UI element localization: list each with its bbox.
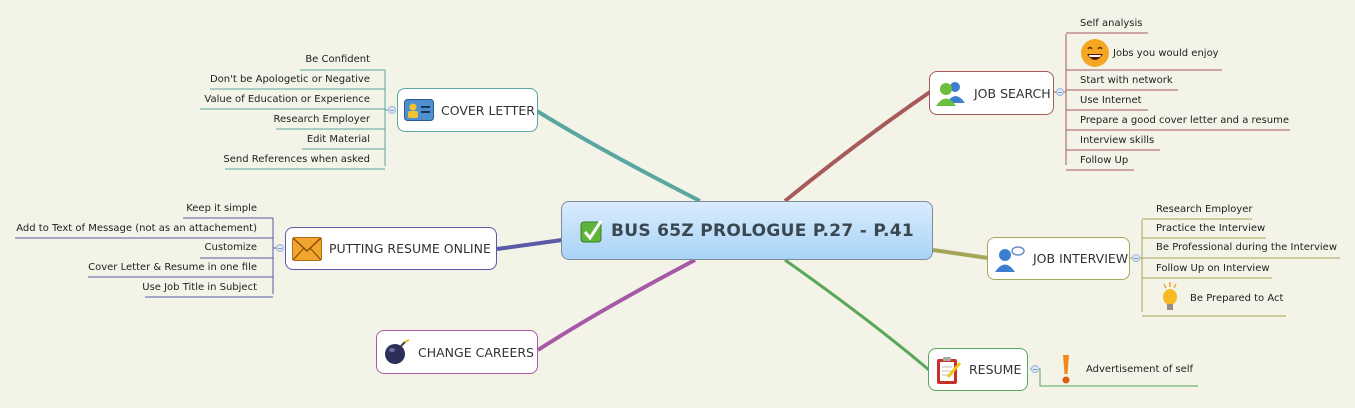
bomb-icon <box>385 339 410 364</box>
leaf-item-with-icon[interactable]: Be Prepared to Act <box>1158 282 1283 314</box>
topic-label: CHANGE CAREERS <box>418 344 534 360</box>
leaf-item[interactable]: Value of Education or Experience <box>204 94 370 105</box>
leaf-item-with-icon[interactable]: Advertisement of self <box>1060 354 1193 384</box>
topic-change-careers[interactable]: CHANGE CAREERS <box>376 330 538 374</box>
collapse-toggle-job-search[interactable] <box>1056 88 1064 96</box>
collapse-toggle-job-interview[interactable] <box>1132 254 1140 262</box>
leaf-item[interactable]: Prepare a good cover letter and a resume <box>1080 115 1289 126</box>
leaf-item[interactable]: Interview skills <box>1080 135 1155 146</box>
users-icon <box>936 82 965 106</box>
clipboard-icon <box>937 356 962 384</box>
leaf-item[interactable]: Edit Material <box>306 134 370 145</box>
topic-putting-resume-online[interactable]: PUTTING RESUME ONLINE <box>285 227 497 270</box>
leaf-item[interactable]: Use Internet <box>1080 95 1142 106</box>
leaf-item[interactable]: Self analysis <box>1080 18 1143 29</box>
id-card-icon <box>404 99 434 121</box>
checkbox-icon <box>580 219 603 242</box>
leaf-item[interactable]: Research Employer <box>1156 204 1253 215</box>
leaf-item[interactable]: Don't be Apologetic or Negative <box>209 74 370 85</box>
collapse-toggle-cover-letter[interactable] <box>388 106 396 114</box>
leaf-item[interactable]: Keep it simple <box>186 203 257 214</box>
leaf-label: Advertisement of self <box>1086 363 1194 375</box>
leaf-item[interactable]: Start with network <box>1080 75 1173 86</box>
leaf-item[interactable]: Follow Up <box>1080 155 1129 166</box>
leaf-item[interactable]: Be Professional during the Interview <box>1156 242 1337 253</box>
topic-job-interview[interactable]: JOB INTERVIEW <box>987 237 1130 280</box>
topic-label: JOB SEARCH <box>974 85 1051 101</box>
central-topic[interactable]: BUS 65Z PROLOGUE P.27 - P.41 <box>561 201 933 260</box>
leaf-label: Jobs you would enjoy <box>1113 47 1219 59</box>
collapse-toggle-putting-resume-online[interactable] <box>276 244 284 252</box>
lightbulb-icon <box>1163 282 1177 310</box>
topic-label: COVER LETTER <box>441 102 535 118</box>
envelope-icon <box>292 236 322 261</box>
leaf-item[interactable]: Add to Text of Message (not as an attach… <box>16 223 257 234</box>
laughing-face-icon <box>1081 39 1109 67</box>
topic-resume[interactable]: RESUME <box>928 348 1028 391</box>
user-chat-icon <box>995 245 1025 272</box>
leaf-item[interactable]: Send References when asked <box>223 154 370 165</box>
leaf-label: Be Prepared to Act <box>1190 292 1284 304</box>
leaf-item[interactable]: Be Confident <box>305 54 370 65</box>
topic-label: PUTTING RESUME ONLINE <box>329 241 491 256</box>
leaf-item[interactable]: Practice the Interview <box>1156 223 1266 234</box>
leaf-item[interactable]: Customize <box>204 242 258 253</box>
leaf-item[interactable]: Research Employer <box>273 114 370 125</box>
leaf-item[interactable]: Follow Up on Interview <box>1156 263 1270 274</box>
topic-label: JOB INTERVIEW <box>1033 251 1129 266</box>
central-topic-label: BUS 65Z PROLOGUE P.27 - P.41 <box>611 220 914 241</box>
collapse-toggle-resume[interactable] <box>1031 365 1039 373</box>
leaf-item-with-icon[interactable]: Jobs you would enjoy <box>1080 38 1219 68</box>
exclamation-icon <box>1062 355 1070 384</box>
leaf-item[interactable]: Cover Letter & Resume in one file <box>88 262 257 273</box>
topic-label: RESUME <box>969 362 1022 377</box>
topic-cover-letter[interactable]: COVER LETTER <box>397 88 538 132</box>
leaf-item[interactable]: Use Job Title in Subject <box>142 282 257 293</box>
topic-job-search[interactable]: JOB SEARCH <box>929 71 1054 115</box>
